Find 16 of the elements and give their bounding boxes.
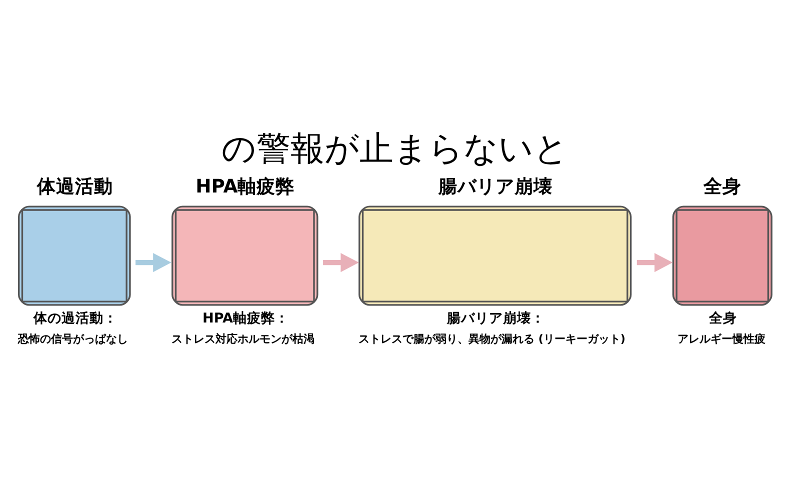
node-label: ストレスで腸が弱り、異物が漏れる (リーキーガット) — [358, 332, 626, 346]
node-label: 全身 — [708, 310, 737, 326]
node-label: 恐怖の信号がっぱなし — [18, 332, 128, 346]
node-label: アレルギー慢性疲 — [677, 332, 766, 346]
node-label: 全身 — [704, 176, 742, 198]
arrow — [136, 252, 172, 272]
node-label: 腸バリア崩壊 — [438, 176, 553, 198]
diagram-title: の警報が止まらないと — [222, 128, 568, 168]
node-label: ストレス対応ホルモンが枯渇 — [172, 332, 315, 346]
node-label: 体の過活動： — [34, 310, 118, 326]
node-label: 体過活動 — [37, 176, 114, 198]
arrow — [323, 252, 359, 272]
node-label: HPA軸疲弊： — [202, 310, 290, 326]
node-label: 腸バリア崩壊： — [447, 310, 546, 326]
node-label: HPA軸疲弊 — [196, 176, 295, 198]
arrow — [636, 252, 673, 272]
